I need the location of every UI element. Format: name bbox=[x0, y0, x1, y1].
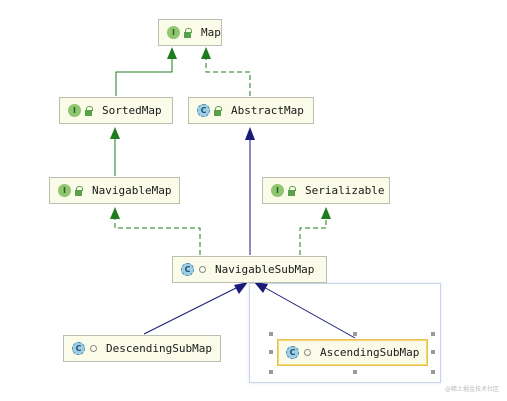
node-label: Map bbox=[201, 26, 221, 39]
lock-icon bbox=[84, 105, 93, 116]
class-icon: C bbox=[286, 346, 299, 359]
node-descendingsubmap[interactable]: C DescendingSubMap bbox=[63, 335, 221, 362]
node-label: NavigableSubMap bbox=[215, 263, 315, 276]
resize-handle[interactable] bbox=[353, 370, 357, 374]
resize-handle[interactable] bbox=[431, 370, 435, 374]
edge-navigablesubmap-navigablemap bbox=[110, 207, 201, 255]
edge-navigablesubmap-abstractmap bbox=[245, 127, 255, 255]
lock-icon bbox=[213, 105, 222, 116]
edge-ascendingsubmap-navigablesubmap bbox=[254, 282, 356, 339]
edge-navigablesubmap-serializable bbox=[299, 207, 331, 255]
node-label: Serializable bbox=[305, 184, 385, 197]
node-map[interactable]: I Map bbox=[158, 19, 222, 46]
package-private-icon bbox=[199, 266, 206, 273]
resize-handle[interactable] bbox=[269, 332, 273, 336]
class-icon: C bbox=[72, 342, 85, 355]
abstract-class-icon: C bbox=[197, 104, 210, 117]
lock-icon bbox=[287, 185, 296, 196]
abstract-class-icon: C bbox=[181, 263, 194, 276]
node-label: SortedMap bbox=[102, 104, 162, 117]
watermark: @稀土掘金技术社区 bbox=[444, 386, 499, 393]
interface-icon: I bbox=[58, 184, 71, 197]
interface-icon: I bbox=[68, 104, 81, 117]
resize-handle[interactable] bbox=[269, 370, 273, 374]
resize-handle[interactable] bbox=[431, 332, 435, 336]
lock-icon bbox=[183, 27, 192, 38]
edge-sortedmap-map bbox=[115, 47, 177, 96]
resize-handle[interactable] bbox=[353, 332, 357, 336]
package-private-icon bbox=[304, 349, 311, 356]
node-abstractmap[interactable]: C AbstractMap bbox=[188, 97, 314, 124]
edge-navigablemap-sortedmap bbox=[110, 127, 120, 176]
node-navigablesubmap[interactable]: C NavigableSubMap bbox=[172, 256, 327, 283]
resize-handle[interactable] bbox=[269, 350, 273, 354]
edge-abstractmap-map bbox=[201, 47, 251, 96]
node-label: NavigableMap bbox=[92, 184, 172, 197]
node-ascendingsubmap[interactable]: C AscendingSubMap bbox=[277, 339, 428, 366]
edge-descendingsubmap-navigablesubmap bbox=[143, 282, 248, 335]
node-label: AscendingSubMap bbox=[320, 346, 420, 359]
interface-icon: I bbox=[167, 26, 180, 39]
resize-handle[interactable] bbox=[431, 350, 435, 354]
lock-icon bbox=[74, 185, 83, 196]
node-label: DescendingSubMap bbox=[106, 342, 212, 355]
package-private-icon bbox=[90, 345, 97, 352]
node-navigablemap[interactable]: I NavigableMap bbox=[49, 177, 180, 204]
selection-frame bbox=[249, 283, 441, 383]
node-label: AbstractMap bbox=[231, 104, 304, 117]
node-sortedmap[interactable]: I SortedMap bbox=[59, 97, 173, 124]
interface-icon: I bbox=[271, 184, 284, 197]
node-serializable[interactable]: I Serializable bbox=[262, 177, 390, 204]
